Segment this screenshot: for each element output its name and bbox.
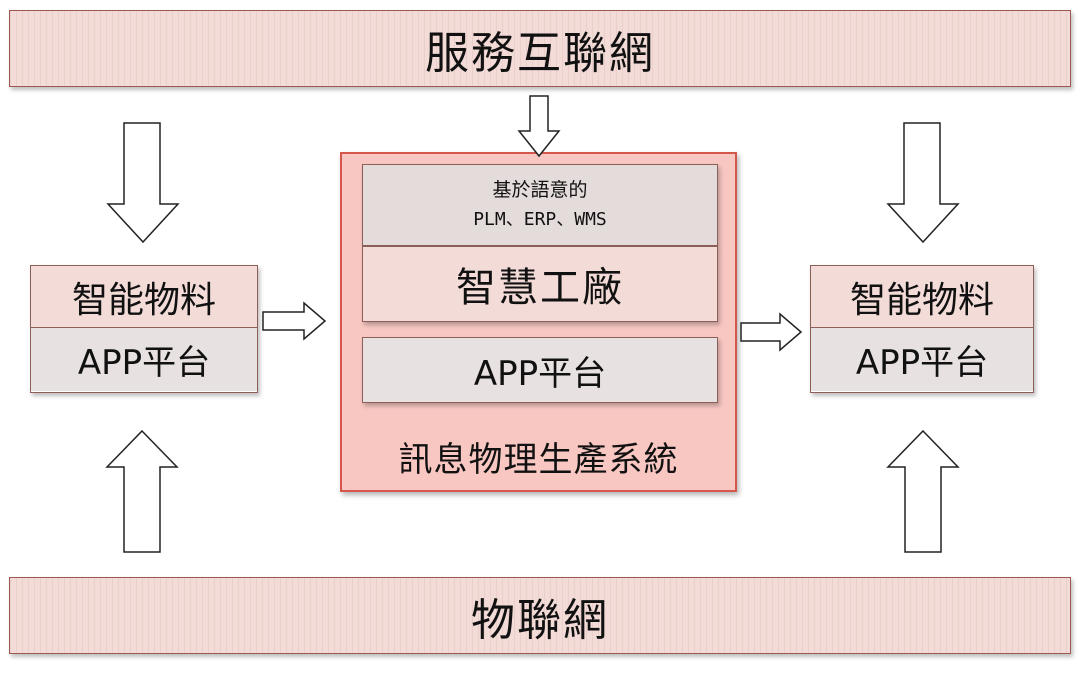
arrow-up-left-icon <box>105 429 179 553</box>
right-smart-material-box: 智能物料 APP平台 <box>810 265 1034 393</box>
right-app-platform: APP平台 <box>811 328 1033 391</box>
internet-of-things-label: 物聯網 <box>471 594 609 646</box>
smart-factory-box: 智慧工廠 <box>362 246 718 322</box>
semantic-line-1: 基於語意的 <box>492 179 588 201</box>
arrow-down-left-icon <box>106 122 180 244</box>
left-smart-material-box: 智能物料 APP平台 <box>30 265 258 393</box>
internet-of-services-label: 服務互聯網 <box>425 27 655 79</box>
center-app-platform: APP平台 <box>362 337 718 403</box>
arrow-right-center-to-right-icon <box>740 312 803 352</box>
arrow-up-right-icon <box>886 429 960 553</box>
cyber-physical-system-box: 基於語意的 PLM、ERP、WMS 智慧工廠 APP平台 訊息物理生產系統 <box>340 152 737 492</box>
arrow-down-right-icon <box>886 122 960 244</box>
arrow-right-left-to-center-icon <box>262 301 327 341</box>
arrow-down-center-icon <box>517 95 561 158</box>
cyber-physical-system-label: 訊息物理生產系統 <box>398 440 679 480</box>
left-smart-material-title: 智能物料 <box>31 266 257 328</box>
smart-factory-label: 智慧工廠 <box>456 265 624 311</box>
semantic-line-2: PLM、ERP、WMS <box>473 209 607 230</box>
right-smart-material-title: 智能物料 <box>811 266 1033 328</box>
left-app-platform: APP平台 <box>31 328 257 391</box>
internet-of-things-band: 物聯網 <box>9 577 1071 654</box>
semantic-systems-box: 基於語意的 PLM、ERP、WMS <box>362 164 718 246</box>
internet-of-services-band: 服務互聯網 <box>9 10 1071 87</box>
center-app-platform-label: APP平台 <box>473 353 607 394</box>
